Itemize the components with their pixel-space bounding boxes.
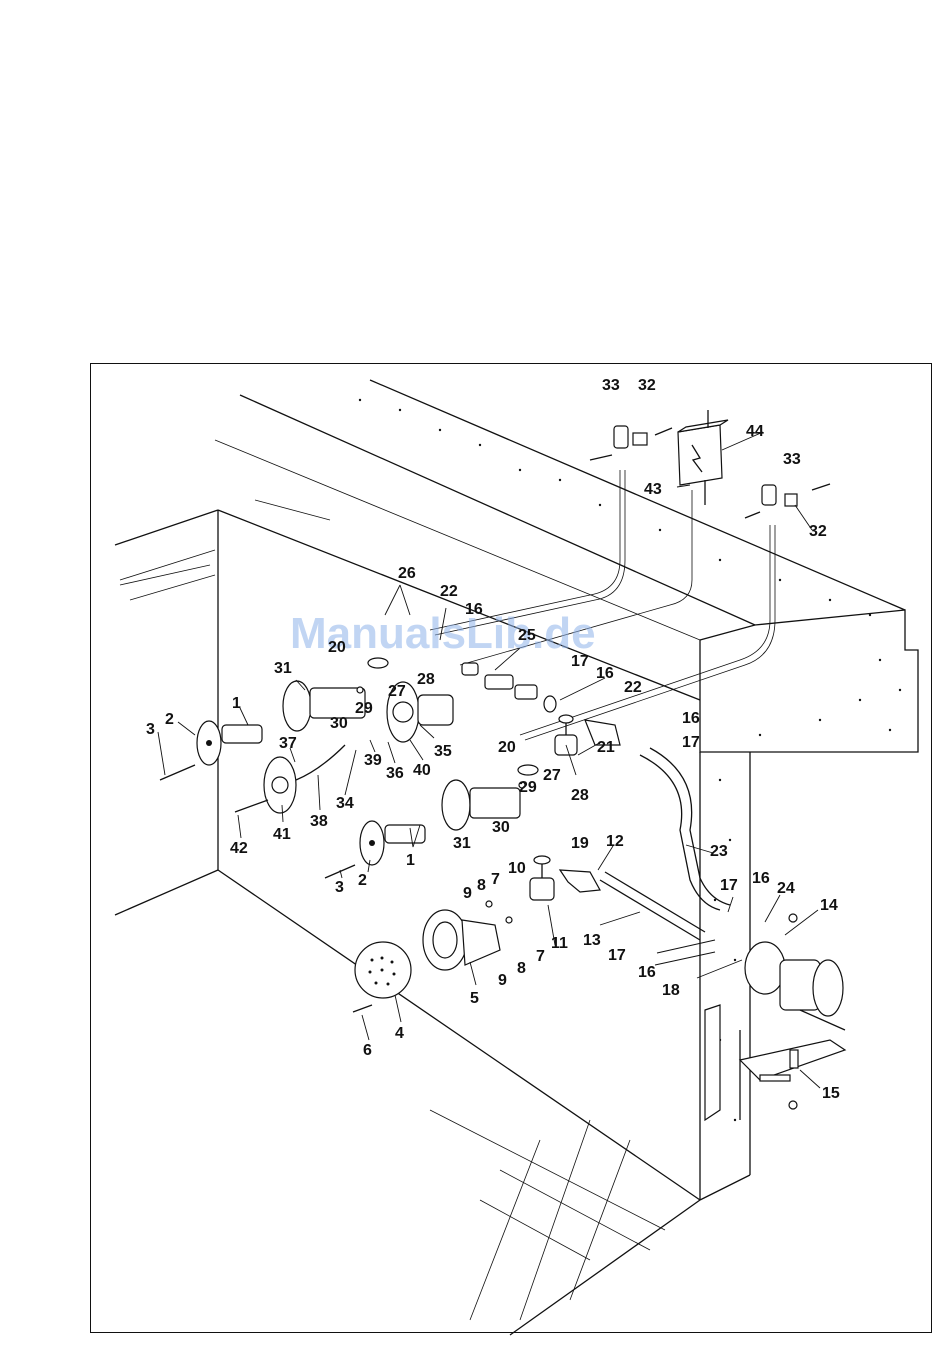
valve-lower [530,856,554,900]
hose [640,755,720,910]
part-label: 38 [310,813,328,830]
part-label: 28 [571,787,589,804]
part-label: 1 [406,852,415,869]
part-label: 31 [274,660,292,677]
valve-upper [555,715,577,755]
part-label: 9 [498,972,507,989]
part-label: 32 [809,523,827,540]
part-label: 35 [434,743,452,760]
part-label: 5 [470,990,479,1007]
part-label: 7 [536,948,545,965]
part-label: 18 [662,982,680,999]
elbow-19 [560,870,600,892]
part-label: 2 [165,711,174,728]
part-label: 24 [777,880,795,897]
part-label: 16 [638,964,656,981]
part-label: 7 [491,871,500,888]
part-label: 8 [517,960,526,977]
part-label: 16 [596,665,614,682]
part-label: 21 [597,739,615,756]
part-label: 30 [492,819,510,836]
hose-13 [600,880,700,940]
part-label: 2 [358,872,367,889]
part-label: 40 [413,762,431,779]
part-label: 17 [720,877,738,894]
part-label: 30 [330,715,348,732]
part-label: 37 [279,735,297,752]
sensor-housing-right [762,485,797,506]
pump [745,942,845,1030]
pump-bracket [705,1005,845,1120]
pool-structure [115,380,918,1335]
part-label: 42 [230,840,248,857]
part-label: 28 [417,671,435,688]
part-label: 20 [328,639,346,656]
part-label: 36 [386,765,404,782]
part-label: 15 [822,1085,840,1102]
part-label: 11 [551,935,568,952]
junction-box [678,410,728,505]
part-label: 22 [440,583,458,600]
part-label: 34 [336,795,354,812]
sensor-housing-left [614,426,647,448]
inlet-nozzle-lower [360,821,425,865]
part-label: 27 [388,683,406,700]
suction-cover [355,942,411,998]
part-label: 43 [644,481,662,498]
part-label: 14 [820,897,838,914]
part-label: 16 [752,870,770,887]
part-label: 27 [543,767,561,784]
part-label: 19 [571,835,589,852]
part-label: 39 [364,752,382,769]
part-label: 29 [355,700,373,717]
part-label: 8 [477,877,486,894]
part-label: 16 [465,601,483,618]
part-label: 17 [682,734,700,751]
fasteners [160,428,830,1109]
part-label: 9 [463,885,472,902]
part-label: 23 [710,843,728,860]
part-label: 33 [602,377,620,394]
part-label: 10 [508,860,526,877]
part-label: 44 [746,423,764,440]
part-label: 25 [518,627,536,644]
part-label: 13 [583,932,601,949]
part-label: 3 [335,879,344,896]
part-label: 31 [453,835,471,852]
part-label: 12 [606,833,624,850]
part-label: 26 [398,565,416,582]
part-label: 17 [608,947,626,964]
part-label: 6 [363,1042,372,1059]
part-label: 22 [624,679,642,696]
part-label: 33 [783,451,801,468]
wall-sleeve-lower [442,765,538,830]
part-label: 32 [638,377,656,394]
part-label: 3 [146,721,155,738]
part-label: 16 [682,710,700,727]
part-label: 1 [232,695,241,712]
part-label: 41 [273,826,291,843]
light-fitting [264,745,345,813]
pipe-fittings-25 [462,663,556,712]
suction-housing [423,910,500,970]
part-label: 20 [498,739,516,756]
inlet-nozzle-upper [197,721,262,765]
part-label: 29 [519,779,537,796]
part-label: 4 [395,1025,404,1042]
part-label: 17 [571,653,589,670]
